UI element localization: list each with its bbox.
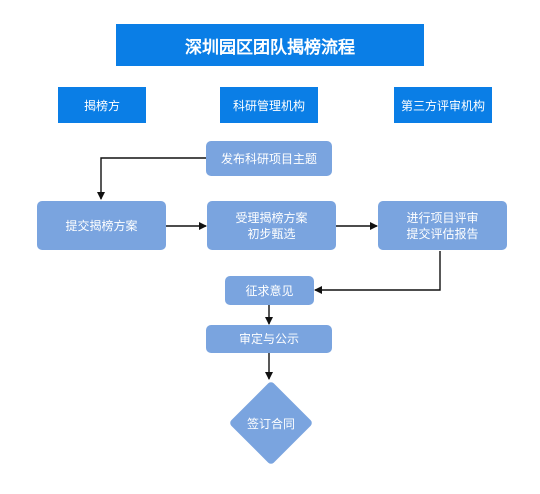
node-solicit-opinions-label: 征求意见 [245, 283, 294, 298]
node-publish-topic: 发布科研项目主题 [206, 141, 332, 176]
diagram-title: 深圳园区团队揭榜流程 [116, 24, 424, 66]
node-accept-screen-line2: 初步甄选 [247, 226, 296, 241]
node-submit-proposal-label: 提交揭榜方案 [65, 218, 138, 233]
node-publish-topic-label: 发布科研项目主题 [220, 151, 317, 166]
node-solicit-opinions: 征求意见 [225, 276, 314, 305]
role-third-party-review: 第三方评审机构 [394, 87, 492, 123]
arrow-review-to-solicit [314, 251, 441, 294]
node-sign-contract-label: 签订合同 [246, 416, 295, 431]
node-review-report: 进行项目评审 提交评估报告 [378, 201, 507, 250]
node-review-report-line1: 进行项目评审 [406, 210, 479, 225]
arrow-publish-to-submit [97, 157, 206, 200]
node-submit-proposal: 提交揭榜方案 [37, 201, 166, 250]
role-research-management: 科研管理机构 [220, 87, 318, 123]
node-approve-publicize: 审定与公示 [206, 325, 332, 353]
node-review-report-line2: 提交评估报告 [406, 226, 479, 241]
node-sign-contract: 签订合同 [227, 379, 315, 467]
node-approve-publicize-label: 审定与公示 [238, 332, 299, 346]
role-revealer: 揭榜方 [58, 87, 146, 123]
node-accept-screen: 受理揭榜方案 初步甄选 [207, 201, 336, 250]
node-accept-screen-line1: 受理揭榜方案 [235, 210, 308, 225]
